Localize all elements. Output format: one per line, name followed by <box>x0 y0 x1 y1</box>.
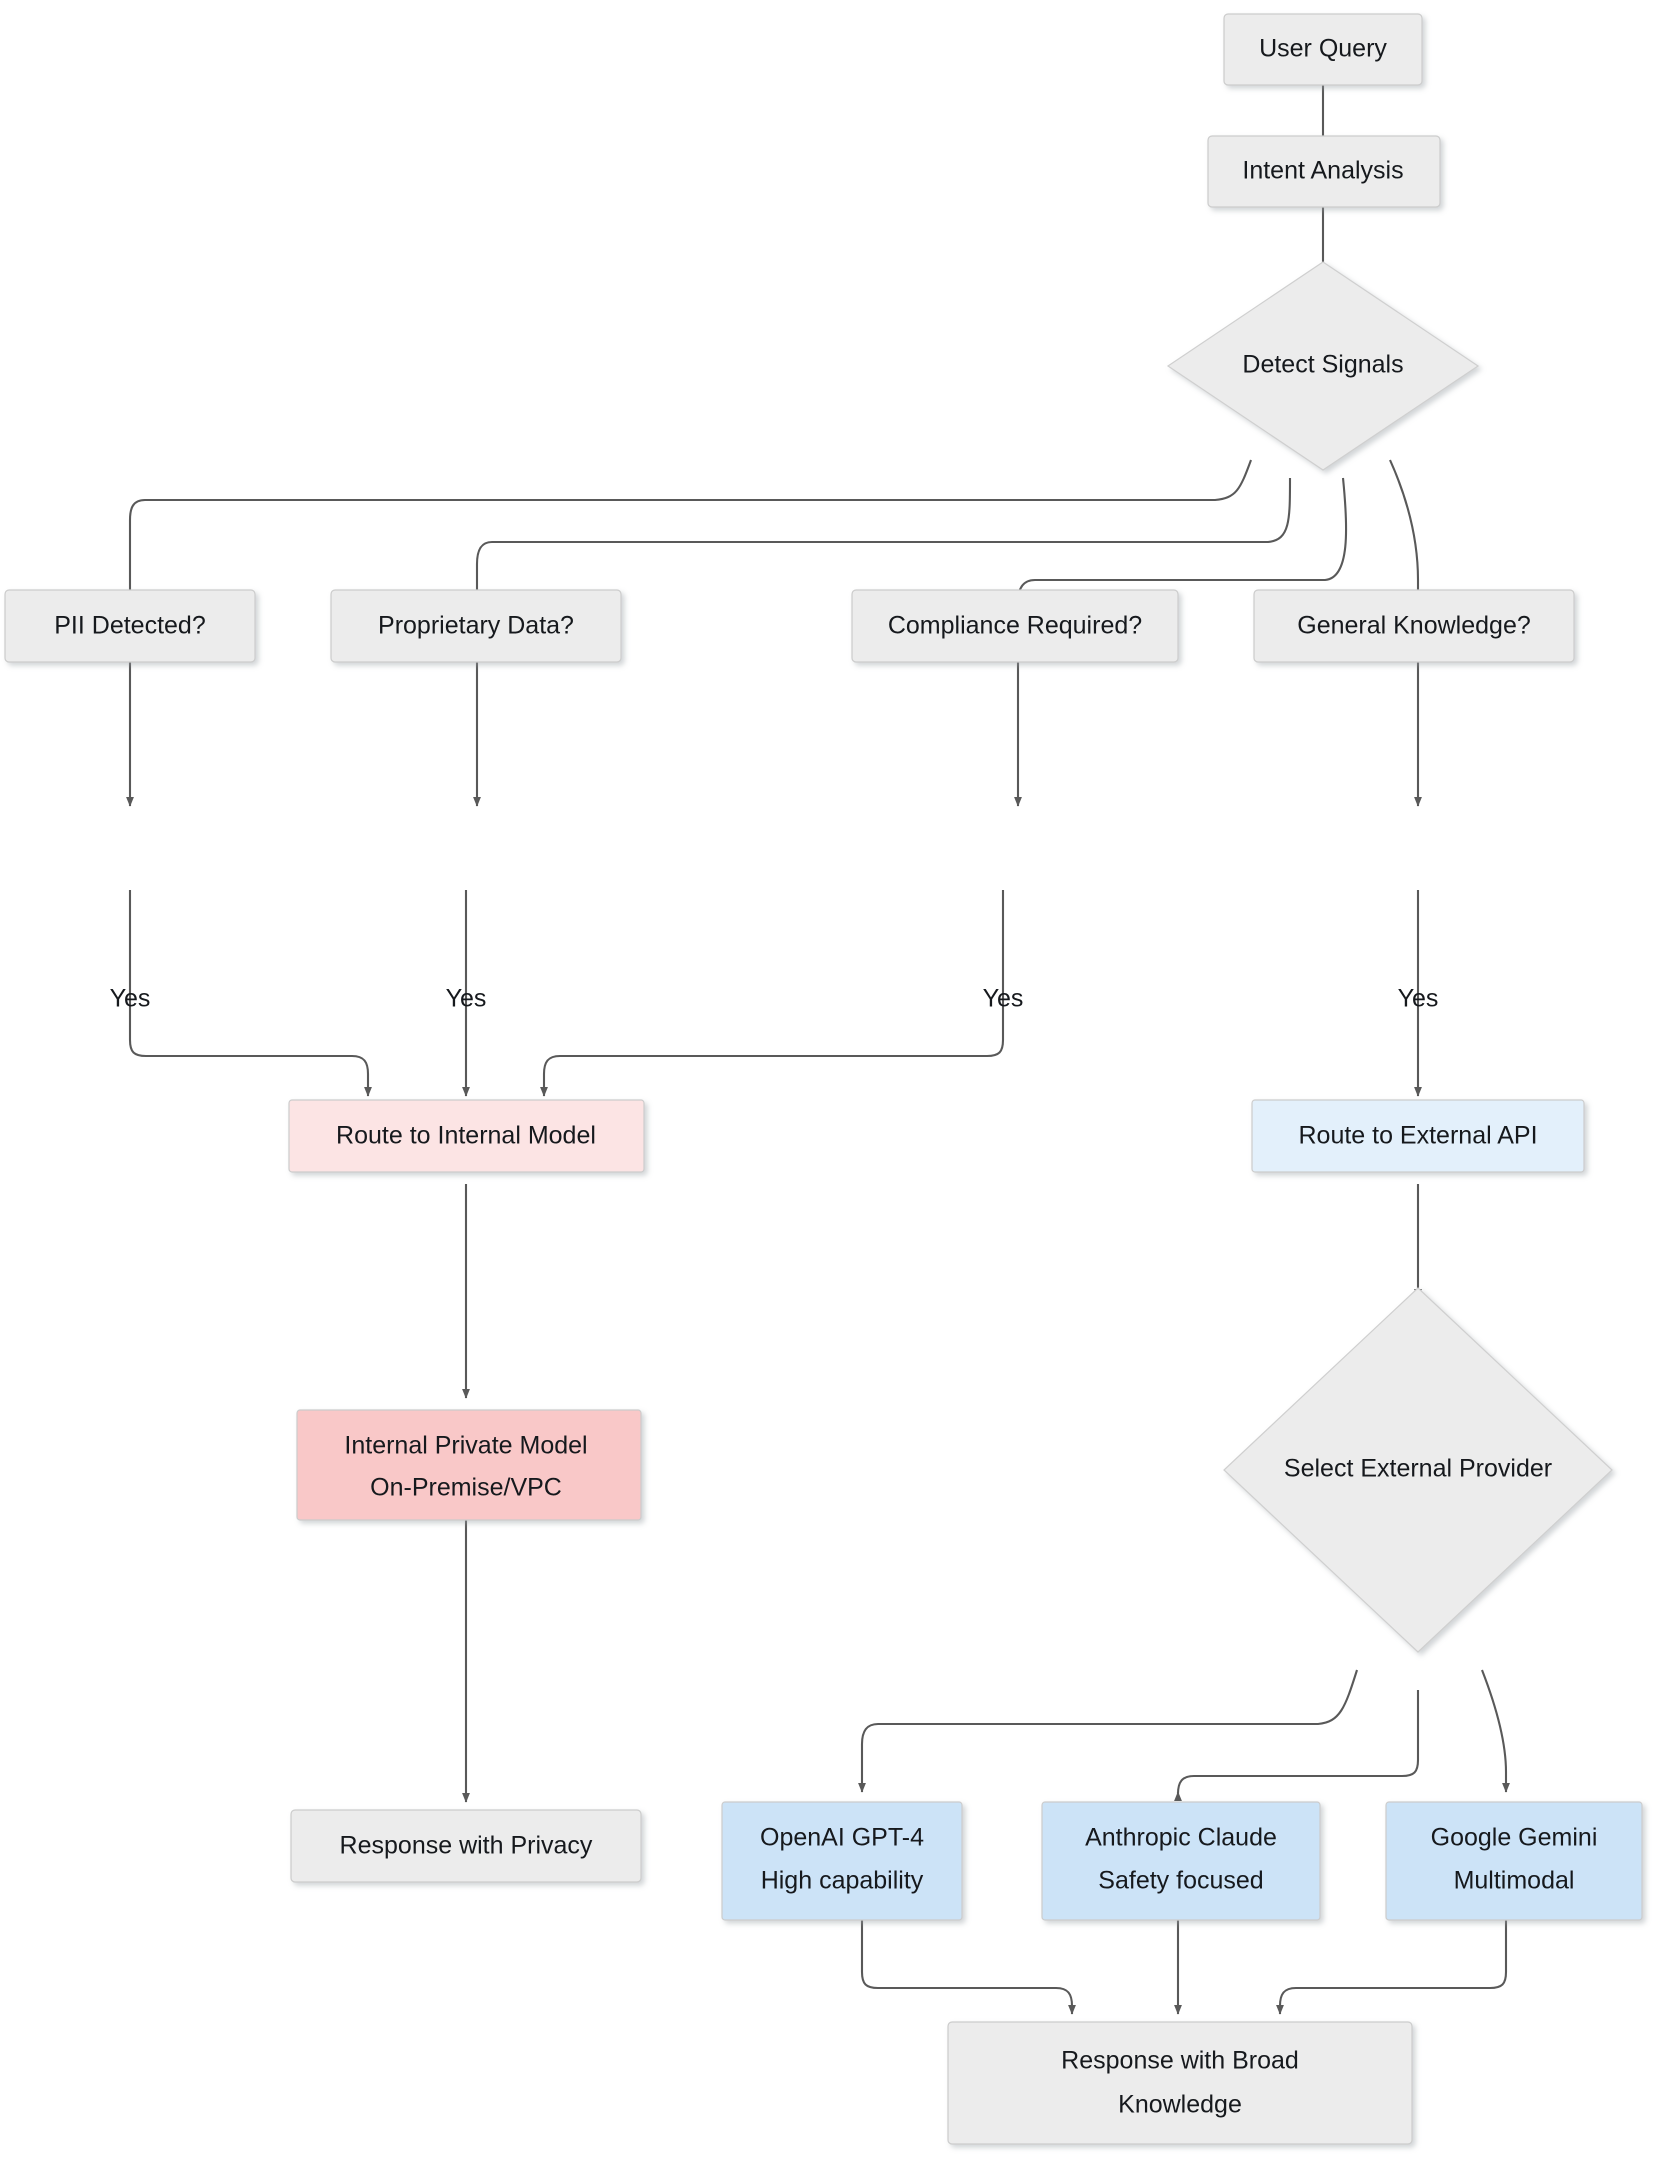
edge-pii-detected-to-route-internal <box>128 890 372 1097</box>
node-anthropic-claude-label-line1: Anthropic Claude <box>1085 1824 1277 1852</box>
node-pii-detected-shape[interactable] <box>4 589 256 663</box>
node-response-with-privacy-shape[interactable] <box>290 1809 642 1883</box>
edge-layer <box>126 85 1510 2015</box>
node-compliance-required-label: Compliance Required? <box>888 612 1142 640</box>
edge-label-layer: Yes Yes Yes Yes <box>110 985 1439 1013</box>
node-general-knowledge-shape[interactable] <box>1253 589 1575 663</box>
node-intent-analysis-shape[interactable] <box>1207 135 1441 208</box>
node-response-with-privacy[interactable]: Response with Privacy <box>290 1809 642 1883</box>
node-intent-analysis-label: Intent Analysis <box>1242 157 1403 185</box>
node-internal-private-model-shape[interactable] <box>296 1409 642 1521</box>
node-pii-detected-label: PII Detected? <box>54 612 205 640</box>
node-anthropic-claude-shape[interactable] <box>1041 1801 1321 1921</box>
node-google-gemini[interactable]: Google Gemini Multimodal <box>1385 1801 1643 1921</box>
edge-select-provider-to-openai <box>858 1669 1359 1793</box>
edge-select-provider-to-anthropic <box>1174 1690 1420 1802</box>
node-user-query-label: User Query <box>1259 35 1387 63</box>
node-route-to-external-api-shape[interactable] <box>1251 1099 1585 1173</box>
node-route-to-external-api[interactable]: Route to External API <box>1251 1099 1585 1173</box>
node-proprietary-data[interactable]: Proprietary Data? <box>330 589 622 663</box>
node-anthropic-claude[interactable]: Anthropic Claude Safety focused <box>1041 1801 1321 1921</box>
edge-compliance-required-to-route-internal <box>540 890 1005 1097</box>
node-response-broad-knowledge-label-line1: Response with Broad <box>1061 2047 1299 2075</box>
node-select-external-provider-label: Select External Provider <box>1284 1455 1552 1483</box>
edge-label-compliance-yes: Yes <box>983 985 1024 1013</box>
node-compliance-required[interactable]: Compliance Required? <box>851 589 1179 663</box>
node-detect-signals-label: Detect Signals <box>1242 351 1403 379</box>
node-openai-gpt4[interactable]: OpenAI GPT-4 High capability <box>721 1801 963 1921</box>
edge-label-proprietary-yes: Yes <box>446 985 487 1013</box>
node-user-query[interactable]: User Query <box>1223 13 1423 86</box>
node-layer: User Query Intent Analysis Detect Signal… <box>4 13 1643 2145</box>
node-openai-gpt4-label-line1: OpenAI GPT-4 <box>760 1824 924 1852</box>
node-anthropic-claude-label-line2: Safety focused <box>1098 1867 1263 1895</box>
node-openai-gpt4-shape[interactable] <box>721 1801 963 1921</box>
node-general-knowledge-label: General Knowledge? <box>1297 612 1531 640</box>
node-route-to-external-api-label: Route to External API <box>1298 1122 1537 1150</box>
node-response-broad-knowledge-shape[interactable] <box>947 2021 1413 2145</box>
node-route-to-internal-model-label: Route to Internal Model <box>336 1122 596 1150</box>
node-google-gemini-label-line1: Google Gemini <box>1431 1824 1598 1852</box>
edge-label-pii-yes: Yes <box>110 985 151 1013</box>
edge-google-gemini-to-response-broad <box>1276 1920 1508 2015</box>
node-internal-private-model-label-line2: On-Premise/VPC <box>370 1474 562 1502</box>
node-route-to-internal-model-shape[interactable] <box>288 1099 645 1173</box>
edge-detect-signals-to-general-knowledge <box>1389 459 1422 807</box>
edge-label-general-yes: Yes <box>1398 985 1439 1013</box>
node-detect-signals-shape[interactable] <box>1166 261 1480 471</box>
edge-openai-to-response-broad <box>860 1920 1076 2015</box>
node-openai-gpt4-label-line2: High capability <box>761 1867 924 1895</box>
node-pii-detected[interactable]: PII Detected? <box>4 589 256 663</box>
edge-select-provider-to-google-gemini <box>1481 1669 1510 1793</box>
node-user-query-shape[interactable] <box>1223 13 1423 86</box>
edge-detect-signals-to-proprietary-data <box>473 477 1292 807</box>
node-response-broad-knowledge-label-line2: Knowledge <box>1118 2091 1242 2119</box>
node-response-with-privacy-label: Response with Privacy <box>340 1832 593 1860</box>
node-proprietary-data-shape[interactable] <box>330 589 622 663</box>
node-internal-private-model-label-line1: Internal Private Model <box>344 1432 587 1460</box>
node-select-external-provider[interactable]: Select External Provider <box>1223 1287 1613 1653</box>
node-google-gemini-label-line2: Multimodal <box>1454 1867 1575 1895</box>
node-response-broad-knowledge[interactable]: Response with Broad Knowledge <box>947 2021 1413 2145</box>
node-internal-private-model[interactable]: Internal Private Model On-Premise/VPC <box>296 1409 642 1521</box>
node-general-knowledge[interactable]: General Knowledge? <box>1253 589 1575 663</box>
node-compliance-required-shape[interactable] <box>851 589 1179 663</box>
node-detect-signals[interactable]: Detect Signals <box>1166 261 1480 471</box>
node-proprietary-data-label: Proprietary Data? <box>378 612 574 640</box>
node-route-to-internal-model[interactable]: Route to Internal Model <box>288 1099 645 1173</box>
edge-detect-signals-to-pii-detected <box>126 459 1252 807</box>
node-select-external-provider-shape[interactable] <box>1223 1287 1613 1653</box>
node-intent-analysis[interactable]: Intent Analysis <box>1207 135 1441 208</box>
node-google-gemini-shape[interactable] <box>1385 1801 1643 1921</box>
